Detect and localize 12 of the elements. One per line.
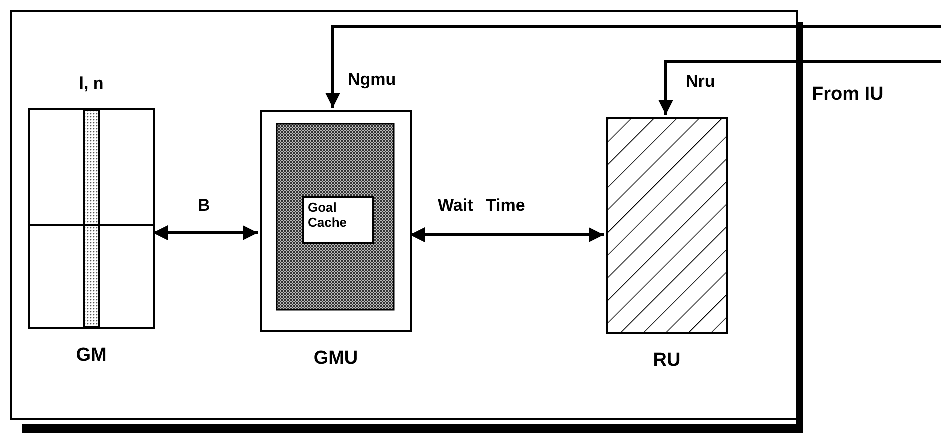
arrow xyxy=(153,226,258,240)
source-label: From IU xyxy=(812,84,884,106)
frame-box xyxy=(10,10,798,420)
arrow xyxy=(658,60,941,115)
unit-label: RU xyxy=(652,350,682,372)
cache-label: Goal Cache xyxy=(307,199,348,232)
unit-label: GMU xyxy=(312,348,360,370)
parameter-label: l, n xyxy=(78,74,105,94)
unit-label: GM xyxy=(75,345,108,367)
arrow xyxy=(410,228,604,242)
arrow xyxy=(326,26,941,108)
cache-box xyxy=(302,196,374,244)
